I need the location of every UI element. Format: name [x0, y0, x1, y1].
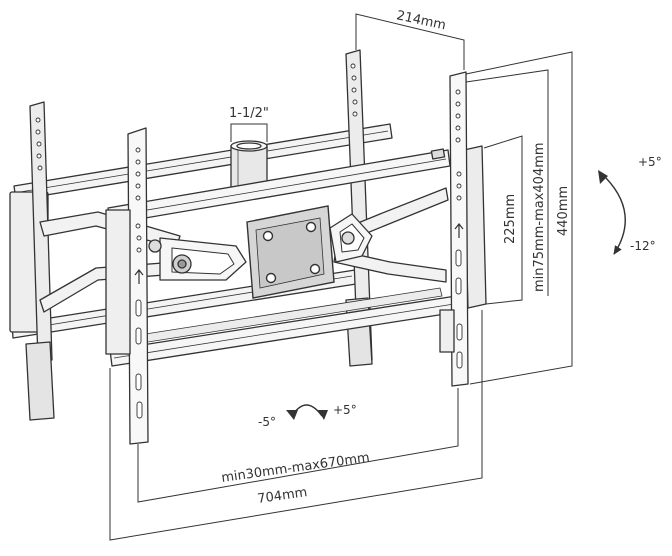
- tilt-arrow-icon: [598, 170, 608, 184]
- dimension-lines: [109, 13, 573, 541]
- angle-swivel-right: +5°: [333, 403, 357, 417]
- plate-hole-br: [309, 263, 321, 275]
- dim-total-width: 704mm: [256, 485, 308, 507]
- plate-hole-tr: [305, 221, 317, 233]
- ceiling-pipe: [230, 140, 268, 189]
- angle-swivel-left: -5°: [258, 415, 276, 429]
- dim-total-height: 440mm: [556, 186, 571, 236]
- tilt-arrow: [605, 177, 626, 255]
- plate-hole-tl: [262, 230, 274, 242]
- dim-vesa-horizontal: min30mm-max670mm: [220, 450, 370, 486]
- swivel-arrow-right-icon: [318, 410, 328, 420]
- rear-left-foot: [25, 341, 55, 421]
- up-arrow-icons: [134, 223, 464, 284]
- dim-vesa-vertical: min75mm-max404mm: [532, 142, 547, 292]
- dim-inner-height: 225mm: [503, 194, 518, 244]
- angle-tilt-up: +5°: [638, 155, 662, 169]
- swivel-arrow-left-icon: [286, 410, 298, 420]
- front-upright-holes: [135, 89, 463, 419]
- front-frame: [107, 145, 487, 367]
- rear-upright-holes: [35, 63, 358, 171]
- right-arm-lower: [333, 249, 447, 283]
- front-uprights: [105, 71, 469, 445]
- plate-hole-bl: [265, 272, 277, 284]
- center-plate: [246, 205, 335, 299]
- angle-tilt-down: -12°: [630, 239, 656, 253]
- dim-pipe-size: 1-1/2": [229, 106, 269, 121]
